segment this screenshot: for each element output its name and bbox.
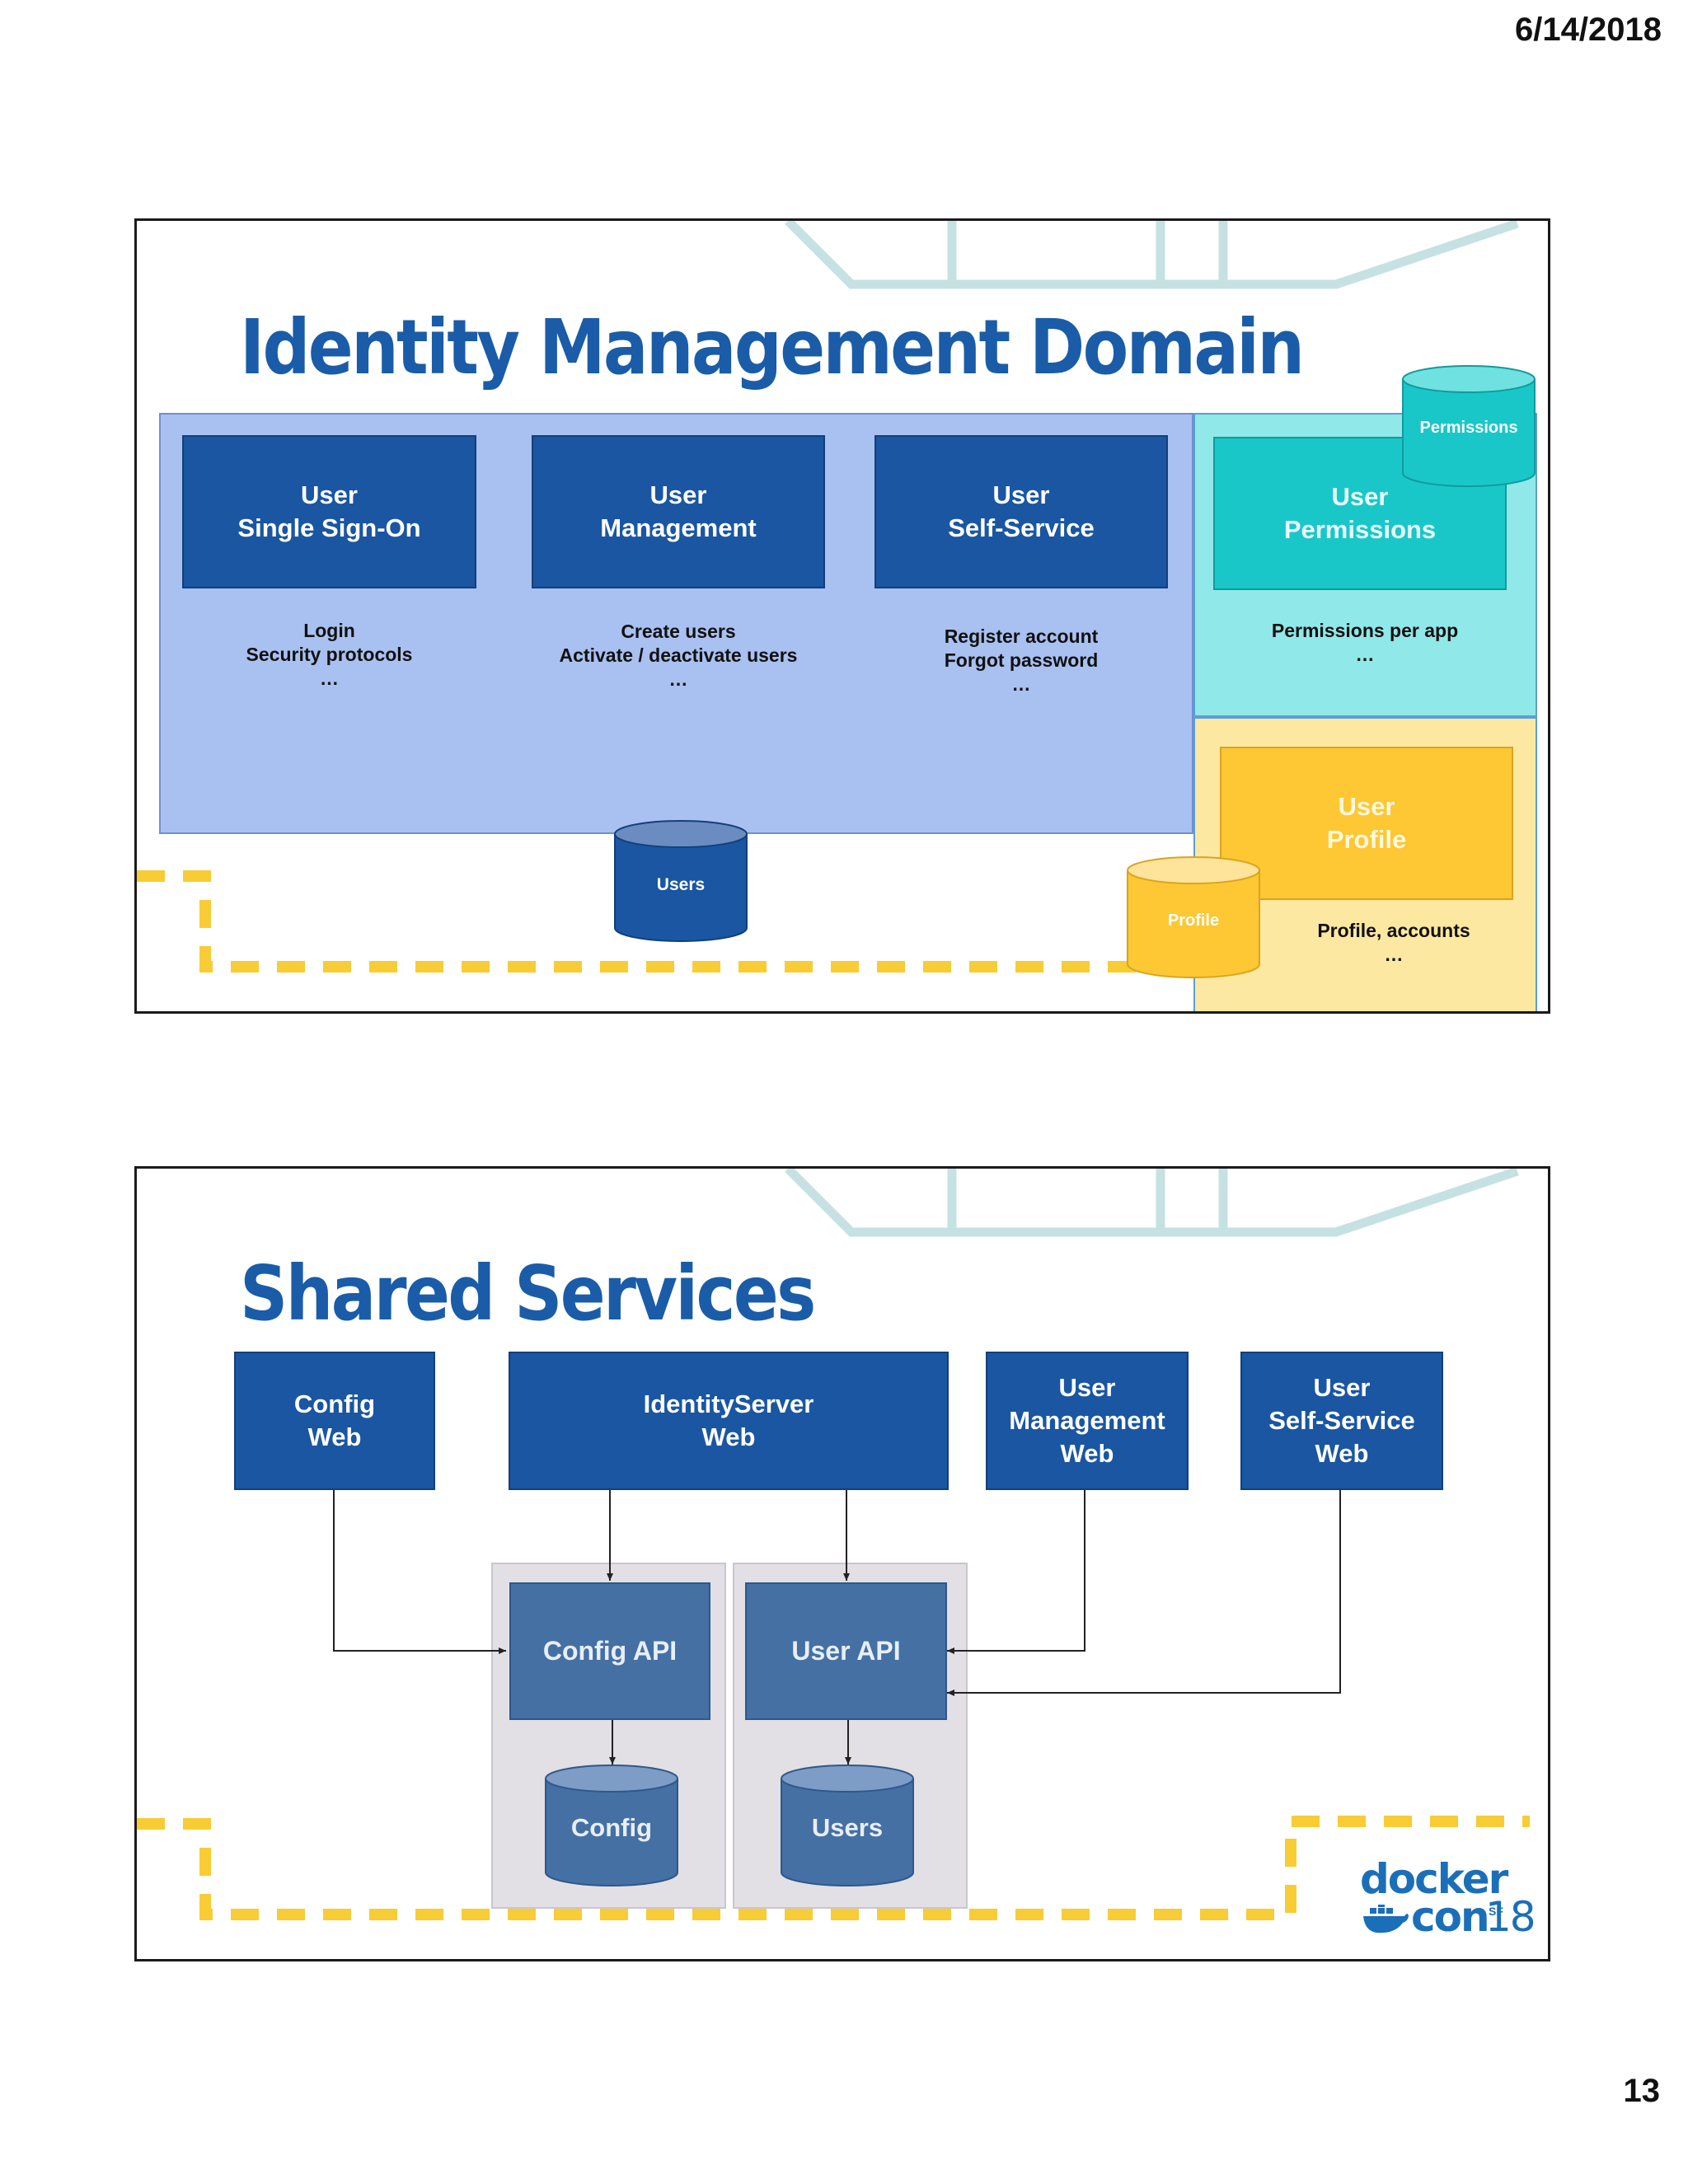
users-database-label: Users (656, 875, 706, 894)
users-database-icon: Users (613, 819, 748, 943)
identityserver-web-box: IdentityServer Web (509, 1352, 949, 1490)
logo-text-docker: docker (1360, 1855, 1508, 1903)
dashed-boundary-line (137, 1816, 1530, 1920)
user-self-service-box: User Self-Service (874, 435, 1168, 588)
profile-database-label: Profile (1167, 912, 1220, 930)
dockercon-logo: docker con 18 SF (1360, 1855, 1536, 1941)
slide-title: Shared Services (240, 1249, 816, 1338)
slide-identity-management-domain: Identity Management Domain User Single S… (134, 218, 1550, 1014)
config-database-label: Config (570, 1813, 653, 1842)
header-decoration (137, 221, 1519, 972)
user-management-box: User Management (532, 435, 825, 588)
users-database-icon: Users (780, 1764, 915, 1887)
profile-description: Profile, accounts … (1317, 920, 1470, 965)
page-number: 13 (1623, 2073, 1661, 2109)
user-single-sign-on-box: User Single Sign-On (182, 435, 476, 588)
permissions-database-label: Permissions (1419, 419, 1518, 437)
permissions-description: Permissions per app … (1271, 620, 1459, 665)
page-date: 6/14/2018 (1515, 12, 1662, 48)
user-self-service-web-box: User Self-Service Web (1240, 1352, 1443, 1490)
slide-shared-services: Shared Services Config Web IdentityServe… (134, 1166, 1550, 1961)
dashed-boundary-line (137, 870, 1282, 972)
permissions-database-icon: Permissions (1401, 364, 1536, 488)
self-service-description: Register account Forgot password … (944, 626, 1099, 695)
profile-database-icon: Profile (1126, 855, 1261, 979)
user-profile-box: User Profile (1220, 747, 1513, 900)
config-database-icon: Config (544, 1764, 679, 1887)
logo-text-sf: SF (1489, 1905, 1503, 1918)
user-api-box: User API (745, 1582, 947, 1720)
connector-lines (333, 1490, 1341, 1765)
single-sign-on-description: Login Security protocols … (246, 620, 413, 689)
logo-text-con: con (1411, 1893, 1490, 1941)
users-database-label: Users (811, 1813, 884, 1842)
slide-title: Identity Management Domain (240, 303, 1305, 391)
logo-text-year: 18 (1485, 1893, 1536, 1941)
user-management-description: Create users Activate / deactivate users… (559, 621, 798, 690)
config-web-box: Config Web (234, 1352, 435, 1490)
header-decoration (137, 1169, 1530, 1920)
user-management-web-box: User Management Web (986, 1352, 1189, 1490)
config-api-box: Config API (509, 1582, 710, 1720)
docker-whale-icon (1363, 1905, 1409, 1933)
